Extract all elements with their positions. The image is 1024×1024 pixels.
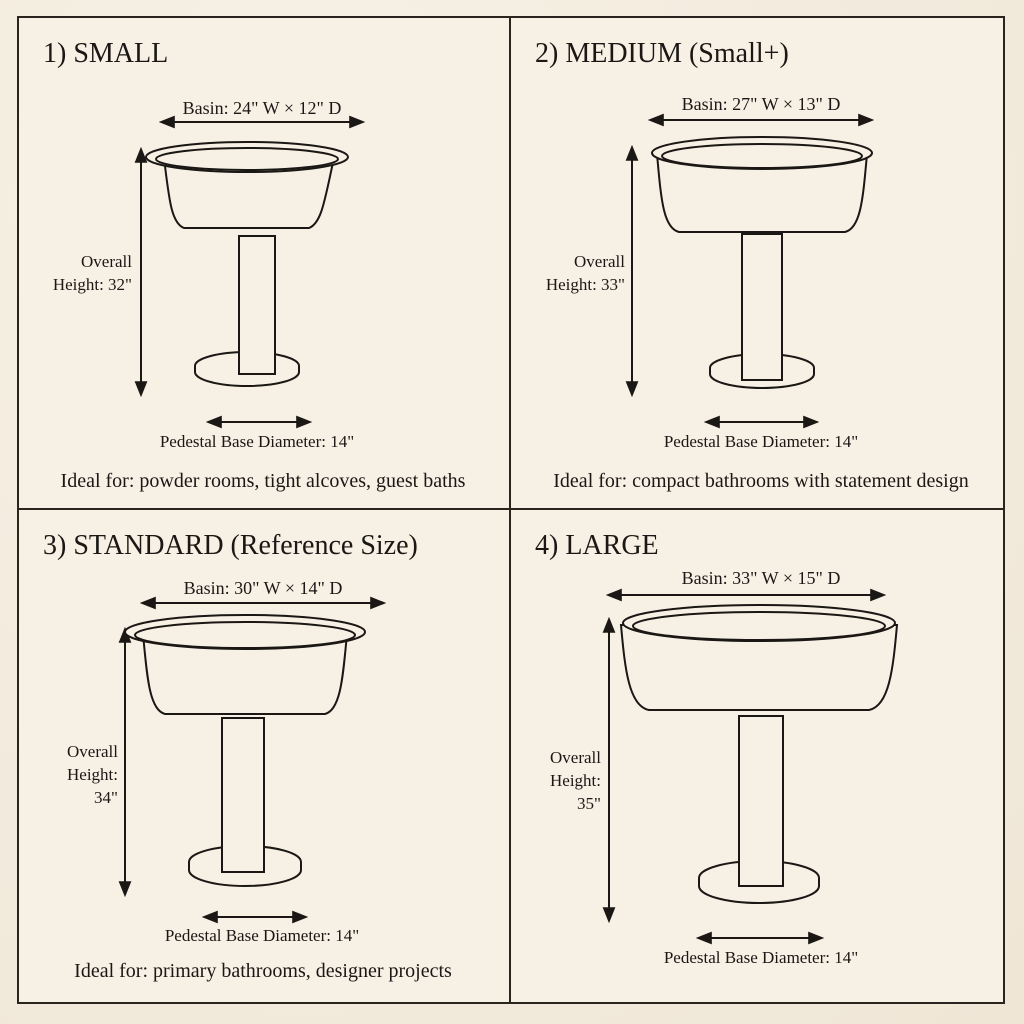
- basin-dimension-label: Basin: 33" W × 15" D: [681, 568, 841, 588]
- base-diameter-label: Pedestal Base Diameter: 14": [159, 432, 355, 451]
- base-arrow: [205, 415, 313, 429]
- ideal-for-text: Ideal for: compact bathrooms with statem…: [553, 470, 969, 492]
- base-diameter-label: Pedestal Base Diameter: 14": [663, 948, 859, 967]
- base-diameter-label: Pedestal Base Diameter: 14": [164, 926, 360, 945]
- panel-standard: 3) STANDARD (Reference Size) Basin: 30" …: [19, 510, 511, 1002]
- pedestal-sink-drawing: [602, 588, 899, 945]
- pedestal-sink-drawing: [625, 113, 875, 429]
- pedestal-sink-drawing: [134, 115, 366, 398]
- ideal-for-text: Ideal for: powder rooms, tight alcoves, …: [60, 470, 466, 492]
- basin-dimension-label: Basin: 27" W × 13" D: [681, 94, 841, 114]
- pedestal-sink-drawing: [118, 596, 387, 924]
- panel-title: 4) LARGE: [535, 530, 659, 561]
- ideal-for-text: Ideal for: primary bathrooms, designer p…: [74, 960, 452, 982]
- basin-dimension-label: Basin: 24" W × 12" D: [182, 98, 342, 118]
- panel-title: 3) STANDARD (Reference Size): [43, 530, 418, 561]
- panel-medium: 2) MEDIUM (Small+) Basin: 27" W × 13" D …: [511, 18, 1003, 510]
- panel-title: 2) MEDIUM (Small+): [535, 38, 789, 69]
- base-diameter-label: Pedestal Base Diameter: 14": [663, 432, 859, 451]
- panel-title: 1) SMALL: [43, 38, 169, 69]
- basin-dimension-label: Basin: 30" W × 14" D: [183, 578, 343, 598]
